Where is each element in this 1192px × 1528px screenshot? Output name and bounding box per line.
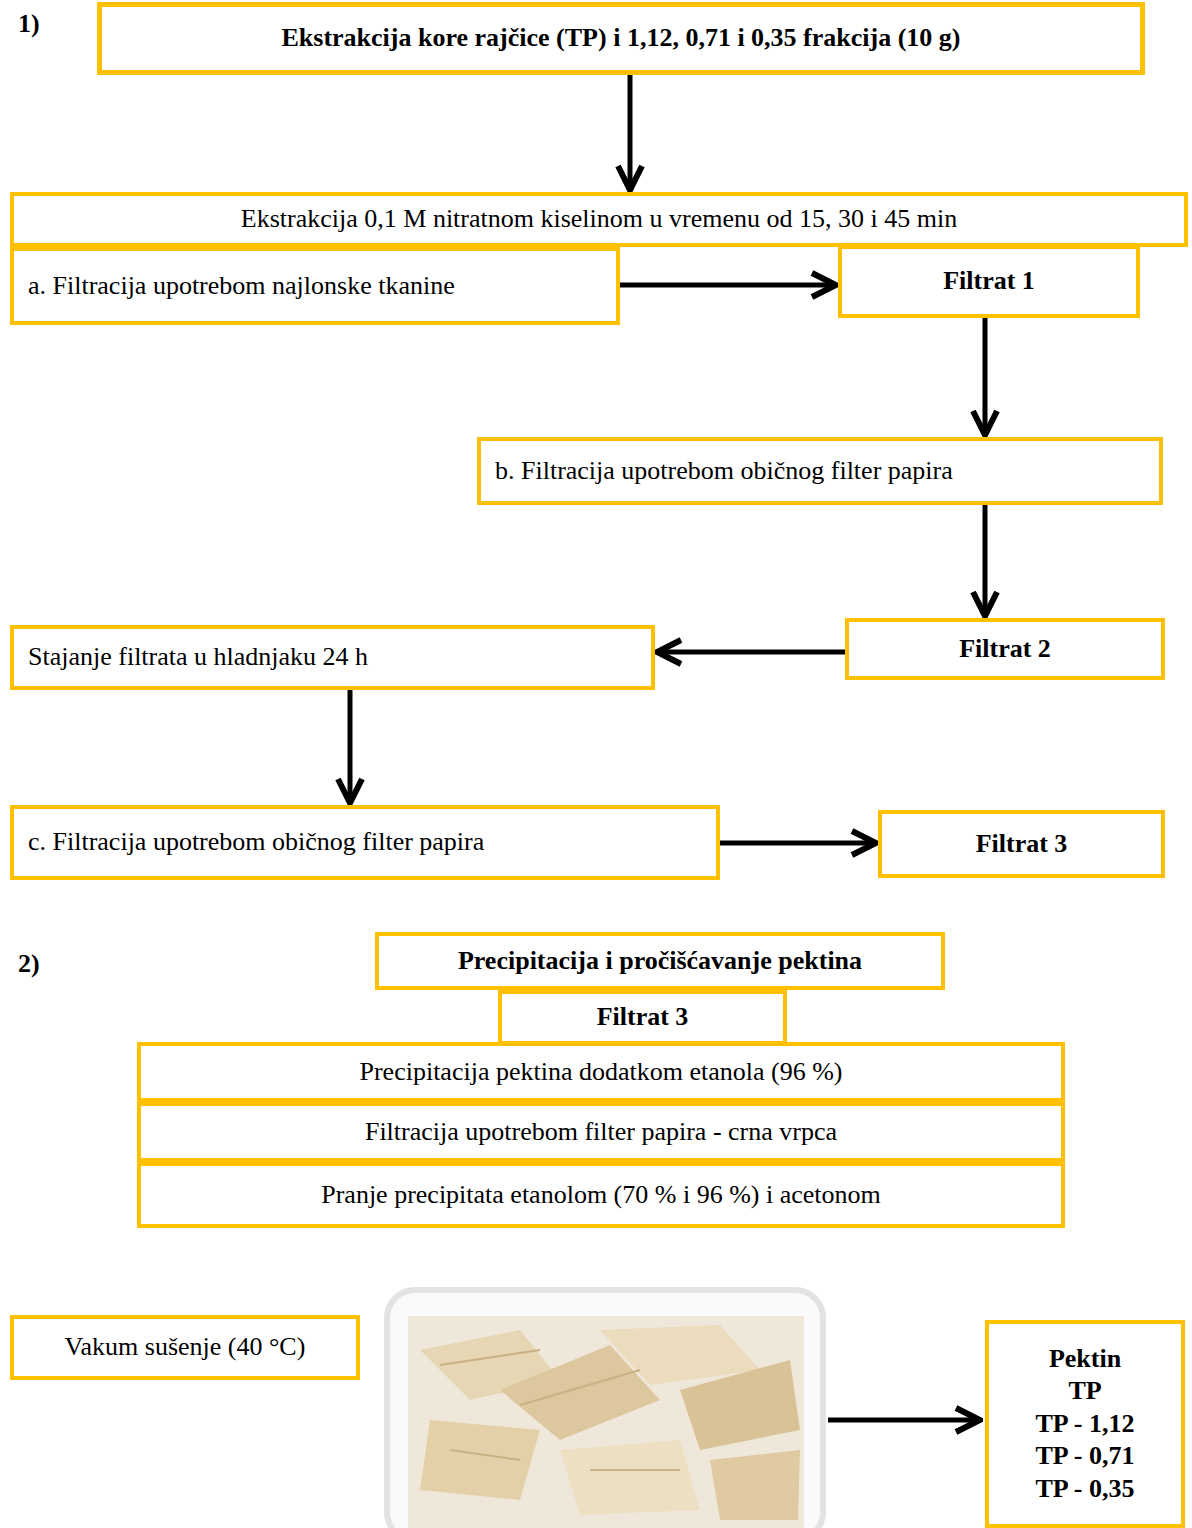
flow-arrow (983, 318, 988, 435)
box-text: TP - 1,12 (1003, 1408, 1167, 1441)
box-text: TP (1003, 1375, 1167, 1408)
box-text: Filtrat 2 (863, 633, 1147, 666)
box-text: Filtrat 3 (516, 1001, 769, 1034)
box-text: b. Filtracija upotrebom običnog filter p… (495, 455, 1145, 488)
process-box: Filtrat 2 (845, 618, 1165, 680)
process-box: Stajanje filtrata u hladnjaku 24 h (10, 625, 655, 690)
photo-content (408, 1316, 804, 1528)
step-number: 1) (18, 8, 40, 39)
flow-arrow (348, 690, 353, 803)
process-box: Precipitacija i pročišćavanje pektina (375, 932, 945, 990)
process-box: Filtrat 3 (878, 810, 1165, 878)
process-box: Filtrat 1 (838, 245, 1140, 318)
process-box: Precipitacija pektina dodatkom etanola (… (137, 1042, 1065, 1102)
flow-arrow (620, 283, 836, 288)
box-text: c. Filtracija upotrebom običnog filter p… (28, 826, 702, 859)
flow-arrow (628, 75, 633, 190)
flow-arrow (657, 650, 845, 655)
box-text: Filtracija upotrebom filter papira - crn… (155, 1116, 1047, 1149)
box-text: Pektin (1003, 1343, 1167, 1376)
box-text: Stajanje filtrata u hladnjaku 24 h (28, 641, 637, 674)
step-number: 2) (18, 948, 40, 979)
box-text: Filtrat 1 (856, 265, 1122, 298)
process-box: PektinTPTP - 1,12TP - 0,71TP - 0,35 (985, 1320, 1185, 1528)
process-box: Ekstrakcija kore rajčice (TP) i 1,12, 0,… (97, 2, 1145, 75)
process-box: b. Filtracija upotrebom običnog filter p… (477, 437, 1163, 505)
box-text: a. Filtracija upotrebom najlonske tkanin… (28, 270, 602, 303)
process-box: Pranje precipitata etanolom (70 % i 96 %… (137, 1162, 1065, 1228)
flow-arrow (720, 841, 876, 846)
box-text: Ekstrakcija 0,1 M nitratnom kiselinom u … (28, 203, 1170, 236)
process-box: Ekstrakcija 0,1 M nitratnom kiselinom u … (10, 192, 1188, 247)
box-text: TP - 0,35 (1003, 1473, 1167, 1506)
process-box: a. Filtracija upotrebom najlonske tkanin… (10, 247, 620, 325)
box-text: Pranje precipitata etanolom (70 % i 96 %… (155, 1179, 1047, 1212)
flow-arrow (983, 505, 988, 616)
process-box: c. Filtracija upotrebom običnog filter p… (10, 805, 720, 880)
process-box: Filtracija upotrebom filter papira - crn… (137, 1102, 1065, 1162)
box-text: Ekstrakcija kore rajčice (TP) i 1,12, 0,… (116, 22, 1126, 55)
photo-frame (387, 1290, 823, 1528)
box-text: Precipitacija i pročišćavanje pektina (393, 945, 927, 978)
box-text: Filtrat 3 (896, 828, 1147, 861)
result-arrow (828, 1418, 980, 1423)
process-box: Filtrat 3 (498, 990, 787, 1045)
process-box: Vakum sušenje (40 °C) (10, 1315, 360, 1380)
box-text: Precipitacija pektina dodatkom etanola (… (155, 1056, 1047, 1089)
box-text: Vakum sušenje (40 °C) (28, 1331, 342, 1364)
box-text: TP - 0,71 (1003, 1440, 1167, 1473)
